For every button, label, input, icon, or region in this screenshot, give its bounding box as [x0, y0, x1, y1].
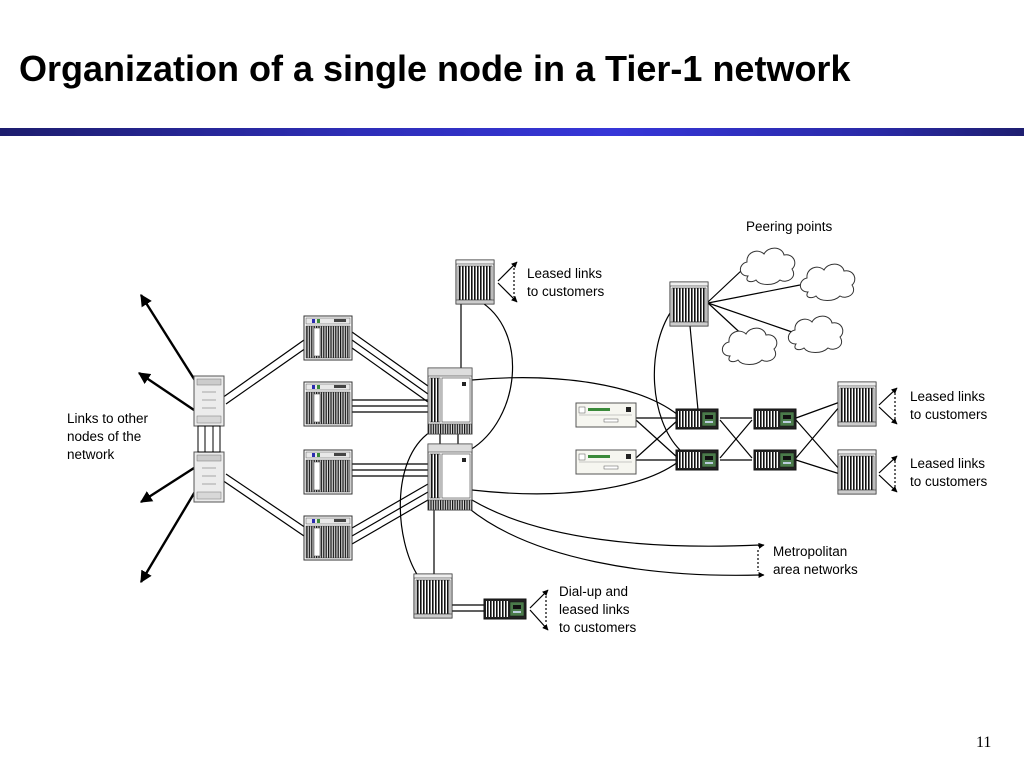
core-switch-icon [427, 367, 473, 435]
desktop-server-icon [193, 375, 225, 427]
router-chassis-icon [303, 515, 353, 561]
peering-points-label: Peering points [746, 219, 833, 234]
modem-bank-icon [753, 408, 797, 430]
access-router-icon [413, 573, 453, 619]
slide-number: 11 [976, 734, 992, 751]
title-underline [0, 128, 1024, 136]
leased-links-right-2-label: Leased links to customers [910, 456, 989, 489]
desktop-server-icon [575, 449, 637, 475]
modem-bank-icon [753, 449, 797, 471]
other-node-arrows [138, 293, 198, 584]
other-nodes-label: Links to other nodes of the network [67, 411, 152, 462]
desktop-server-icon [193, 451, 225, 503]
core-switch-icon [427, 443, 473, 511]
access-router-icon [455, 259, 495, 305]
router-chassis-icon [303, 315, 353, 361]
access-router-icon [837, 381, 877, 427]
access-router-icon [669, 281, 709, 327]
cloud-icon [721, 327, 778, 365]
modem-bank-icon [483, 598, 527, 620]
cloud-icon [787, 315, 844, 353]
desktop-server-icon [575, 402, 637, 428]
modem-bank-icon [675, 449, 719, 471]
router-chassis-icon [303, 449, 353, 495]
cloud-icon [799, 263, 856, 301]
access-router-icon [837, 449, 877, 495]
modem-bank-icon [675, 408, 719, 430]
metro-networks-label: Metropolitan area networks [773, 544, 858, 577]
switch-link [197, 425, 221, 453]
leased-links-right-1-label: Leased links to customers [910, 389, 989, 422]
leased-links-top-label: Leased links to customers [527, 266, 606, 299]
dialup-links-label: Dial-up and leased links to customers [559, 584, 637, 635]
cloud-icon [739, 247, 796, 285]
slide-title: Organization of a single node in a Tier-… [19, 48, 851, 89]
connections [221, 269, 841, 612]
customer-arrows [497, 261, 898, 631]
router-chassis-icon [303, 381, 353, 427]
